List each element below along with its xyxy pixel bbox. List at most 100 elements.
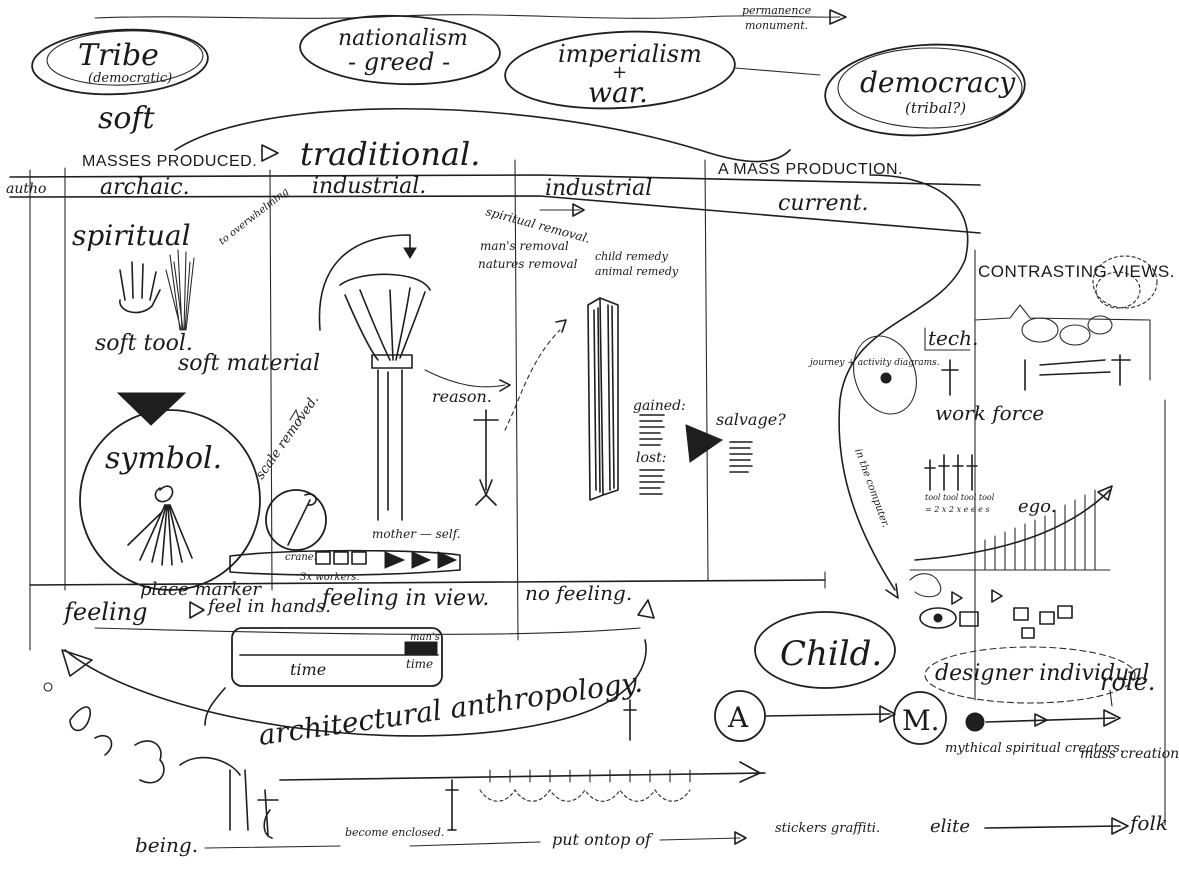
symbol-circle [79, 409, 261, 591]
child-remedy-label: child remedy [595, 250, 669, 263]
natures-removal-label: natures removal [478, 257, 578, 271]
industrial-label-1: industrial. [312, 174, 426, 199]
soft-label: soft [98, 101, 156, 136]
camera-icon-3 [1039, 611, 1055, 625]
salvage-triangle [685, 424, 724, 463]
bottom-timeline [279, 772, 766, 781]
imperialism-ellipse [504, 30, 736, 110]
camera-icon-5 [1021, 627, 1035, 639]
bottom-timeline-ticks [489, 769, 691, 783]
archaic-label: archaic. [100, 175, 190, 200]
spiritual-label: spiritual [72, 219, 191, 252]
mans-label: man's [410, 632, 440, 643]
feeling-in-view-label: feeling in view. [320, 586, 489, 611]
mass-creation-label: mass creation. [1080, 746, 1179, 762]
elite-folk-arrowhead [1111, 817, 1129, 835]
industrial-label-2: industrial [545, 176, 652, 201]
tribe-ellipse-inner [46, 30, 204, 86]
lower-arc [64, 639, 647, 737]
reason-arrowhead [499, 379, 511, 392]
small-circle-marker [43, 682, 53, 692]
feeling-arrow [189, 601, 205, 619]
put-ontop-arrowhead [734, 831, 747, 845]
creator-dot [965, 712, 985, 732]
current-label: current. [778, 191, 869, 216]
in-computer-curve [838, 174, 969, 591]
man-removal-label: man's removal [480, 239, 569, 253]
era-band-bottom [9, 195, 981, 234]
crane-circle [265, 489, 327, 551]
A-to-M-arrowhead [879, 705, 896, 723]
put-ontop-line [659, 837, 741, 841]
democracy-ellipse [824, 43, 1026, 137]
become-enclosed-label: become enclosed. [345, 826, 444, 839]
timeline-arrow-1 [384, 551, 406, 569]
bottom-left-figures [134, 740, 279, 839]
child-label: Child. [780, 634, 882, 674]
scale-removed-label: scale removed. [253, 392, 322, 482]
salvage-lines [729, 441, 753, 473]
camera-icon-4 [1057, 605, 1073, 619]
dashed-arrowhead [555, 319, 567, 333]
M-mid-arrowhead [1034, 713, 1048, 727]
contrast-figures [1024, 354, 1131, 391]
reason-figure [473, 409, 499, 506]
place-marker-label: place marker [140, 579, 262, 600]
salvage-label: salvage? [716, 410, 786, 429]
worker-box-1 [315, 551, 331, 565]
computer-scribble [909, 573, 942, 598]
time-box [231, 627, 443, 687]
timeline-arrow-2 [411, 551, 432, 569]
crane-icon [287, 493, 317, 546]
journey-label: journey + activity diagrams. [808, 358, 940, 368]
A-to-M-line [764, 713, 891, 717]
imperialism-to-democracy-line [734, 67, 821, 76]
feel-in-hands-label: feel in hands. [206, 596, 331, 617]
eye-pupil [933, 613, 943, 623]
lost-label: lost: [636, 450, 666, 466]
in-computer-arrowhead [885, 583, 899, 599]
time-box-fill [404, 641, 438, 656]
lower-arc-left-arrow [61, 649, 93, 677]
divider-2 [269, 169, 273, 591]
M-circle [893, 691, 947, 745]
column-top-arrow [318, 234, 411, 331]
circles-cluster-2 [1059, 324, 1091, 346]
bottom-figure-1 [445, 779, 459, 831]
timeline-arrow-3 [437, 551, 458, 569]
stickers-graffiti-label: stickers graffiti. [775, 821, 880, 836]
feeling-row-lower [94, 627, 641, 635]
being-label: being. [135, 833, 198, 857]
lost-lines [639, 469, 665, 495]
tower-icon [587, 297, 619, 501]
M-to-mass-line [985, 717, 1116, 723]
cluster-ellipse-2 [1095, 271, 1141, 309]
imperialism-label: imperialism [558, 40, 702, 68]
column-top-arrowhead [403, 247, 417, 259]
tool-sub-labels: = 2 x 2 x e e e s [925, 505, 990, 514]
tribe-ellipse [31, 28, 209, 96]
enclosed-line [409, 841, 541, 847]
tech-bracket [924, 327, 971, 351]
designer-ellipse [924, 646, 1136, 704]
3x-workers-label: 3x workers. [300, 572, 360, 583]
column-capital-icon [339, 273, 431, 521]
eye-icon [919, 607, 957, 629]
folk-label: folk [1128, 811, 1168, 835]
removal-arrowhead [572, 203, 585, 217]
no-feeling-arrowhead [637, 599, 655, 619]
traditional-arrow [261, 144, 279, 162]
soft-material-label: soft material [178, 351, 320, 376]
animal-remedy-label: animal remedy [595, 265, 679, 278]
put-ontop-label: put ontop of [552, 830, 654, 849]
gained-lines [639, 414, 665, 446]
M-label: M. [902, 704, 940, 737]
scale-arrow [289, 408, 301, 423]
feeling-row-line [29, 579, 826, 586]
camera-icon-1 [959, 611, 979, 627]
democracy-ellipse-inner [837, 47, 1023, 129]
ego-curve [914, 489, 1111, 561]
ego-label: ego. [1018, 496, 1056, 517]
permanence-arrow [829, 9, 847, 25]
fibre-tool-icon [165, 249, 195, 331]
